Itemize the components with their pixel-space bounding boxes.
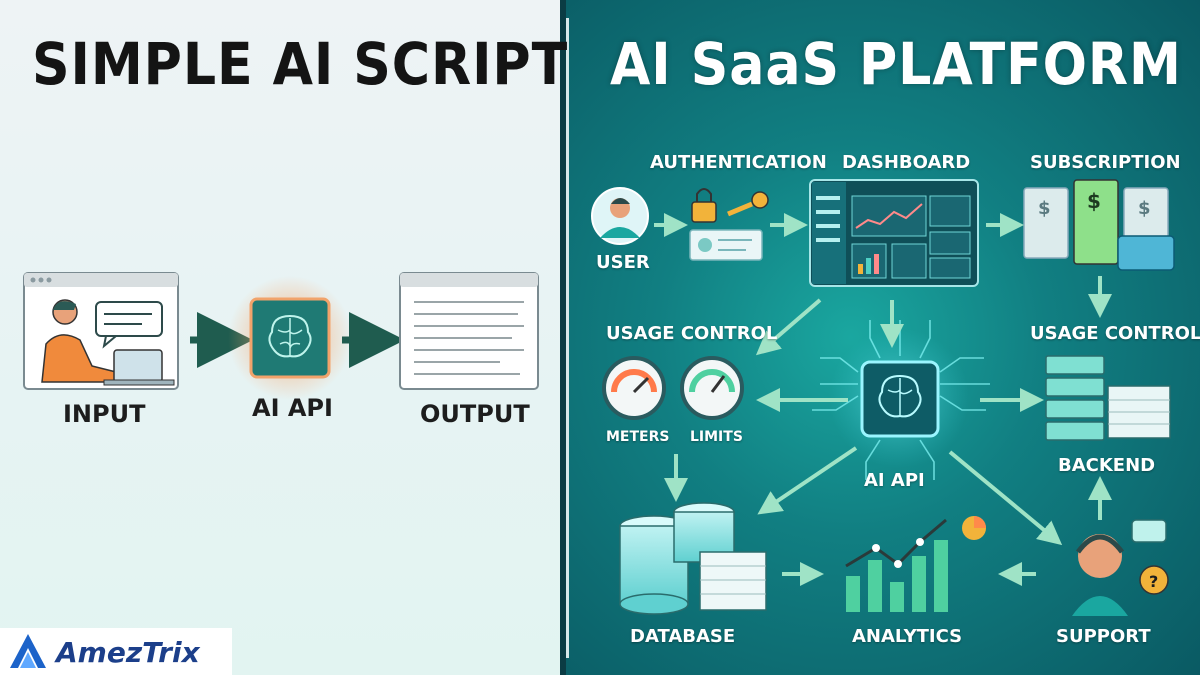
authentication-label: AUTHENTICATION <box>650 152 827 173</box>
arrow-api-to-database <box>757 446 858 515</box>
support-label: SUPPORT <box>1056 626 1151 647</box>
usage-control-right-label: USAGE CONTROL <box>1030 323 1200 344</box>
ai-api-chip-right <box>860 360 940 438</box>
subscription-cards: $ $ $ <box>1023 179 1175 271</box>
output-window <box>399 272 539 390</box>
authentication-icons <box>689 188 769 261</box>
subscription-label: SUBSCRIPTION <box>1030 152 1181 173</box>
amezTrix-logo <box>0 628 232 675</box>
support-agent-icon: ? <box>1072 519 1169 616</box>
ai-api-chip-left <box>228 276 352 400</box>
svg-text:$: $ <box>1087 189 1101 213</box>
analytics-label: ANALYTICS <box>852 626 963 647</box>
svg-text:$: $ <box>1138 198 1151 219</box>
input-window <box>23 272 179 390</box>
analytics-chart-icon <box>845 516 986 612</box>
panel-divider-line <box>566 18 569 658</box>
database-icon <box>619 502 767 615</box>
backend-label: BACKEND <box>1058 455 1156 476</box>
flow-arrows <box>654 213 1112 586</box>
limits-gauge <box>680 356 744 420</box>
limits-label: LIMITS <box>690 429 743 445</box>
database-label: DATABASE <box>630 626 736 647</box>
ai-api-label-left: AI API <box>252 394 333 422</box>
dashboard-screen <box>809 179 979 287</box>
arrow-dashboard-to-usage-control <box>755 298 822 356</box>
meters-gauge <box>602 356 666 420</box>
right-title: AI SaaS PLATFORM <box>610 30 1182 98</box>
svg-text:?: ? <box>1149 572 1158 591</box>
dashboard-label: DASHBOARD <box>842 152 971 173</box>
left-title: SIMPLE AI SCRIPT <box>32 30 569 98</box>
svg-text:$: $ <box>1038 198 1051 219</box>
user-avatar <box>591 187 649 245</box>
arrow-api-to-support <box>948 450 1063 546</box>
input-label: INPUT <box>63 400 146 428</box>
logo-text: AmezTrix <box>56 636 200 669</box>
panel-divider <box>560 0 566 675</box>
backend-servers <box>1045 355 1171 441</box>
output-label: OUTPUT <box>420 400 530 428</box>
user-label: USER <box>596 252 650 273</box>
ai-api-label-right: AI API <box>864 470 925 491</box>
usage-control-left-label: USAGE CONTROL <box>606 323 778 344</box>
meters-label: METERS <box>606 429 670 445</box>
